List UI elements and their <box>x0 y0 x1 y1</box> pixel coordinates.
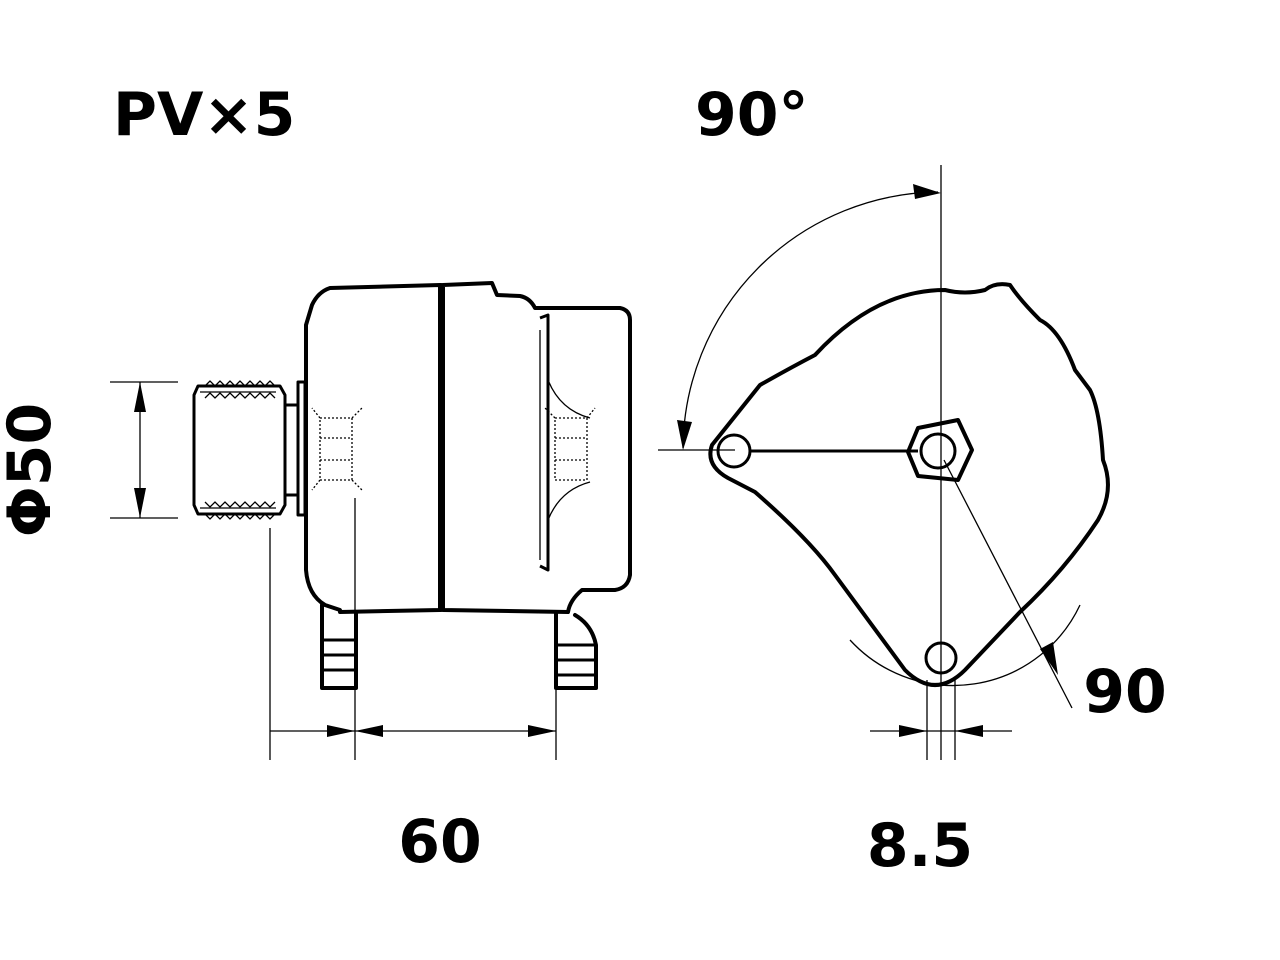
length-dimension-label: 60 <box>398 807 482 877</box>
pulley-diameter-dimension <box>110 381 178 519</box>
pulley-diameter-label: Φ50 <box>0 403 65 538</box>
pulley <box>192 380 307 520</box>
front-view <box>658 165 1110 760</box>
mounting-feet <box>320 603 598 690</box>
pivot-mount-hole <box>716 433 752 469</box>
angle-dimension <box>658 184 941 451</box>
radius-dimension-label: 90 <box>1083 657 1167 727</box>
offset-dimension-label: 8.5 <box>867 811 973 881</box>
belt-profile-label: PV×5 <box>113 80 295 150</box>
front-housing-outline <box>708 282 1110 687</box>
side-view <box>110 281 632 760</box>
angle-label: 90° <box>695 80 809 150</box>
length-dimension <box>269 498 557 760</box>
shaft-nut <box>906 418 974 482</box>
adjust-mount-hole <box>924 641 958 675</box>
radius-dimension <box>849 459 1081 709</box>
alternator-housing <box>304 281 632 614</box>
offset-dimension <box>870 680 1012 760</box>
